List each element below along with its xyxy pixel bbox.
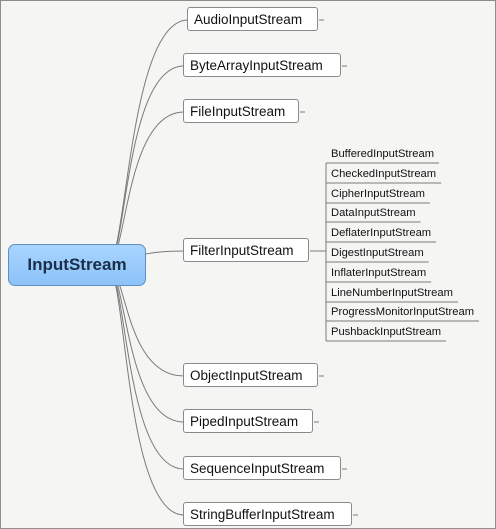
leaf-pushbackinputstream[interactable]: PushbackInputStream (331, 326, 442, 338)
leaf-digestinputstream[interactable]: DigestInputStream (331, 247, 424, 259)
leaf-checkedinputstream[interactable]: CheckedInputStream (331, 168, 437, 180)
node-pipedinputstream[interactable]: PipedInputStream (183, 409, 313, 433)
leaf-progressmonitorinputstream[interactable]: ProgressMonitorInputStream (331, 306, 475, 318)
node-audioinputstream[interactable]: AudioInputStream (187, 7, 318, 31)
connector-root-child-5 (106, 265, 185, 423)
node-filterinputstream[interactable]: FilterInputStream (183, 238, 309, 262)
leaf-datainputstream[interactable]: DataInputStream (331, 207, 416, 219)
node-fileinputstream[interactable]: FileInputStream (183, 99, 299, 123)
connector-root-child-6 (106, 265, 185, 470)
node-stringbufferinputstream[interactable]: StringBufferInputStream (183, 502, 352, 526)
node-sequenceinputstream[interactable]: SequenceInputStream (183, 456, 341, 480)
connector-root-child-2 (106, 111, 185, 267)
connector-root-child-1 (106, 65, 185, 267)
root-node-inputstream[interactable]: InputStream (8, 244, 146, 286)
leaf-deflaterinputstream[interactable]: DeflaterInputStream (331, 227, 432, 239)
leaf-bufferedinputstream[interactable]: BufferedInputStream (331, 148, 435, 160)
leaf-linenumberinputstream[interactable]: LineNumberInputStream (331, 287, 453, 299)
node-bytearrayinputstream[interactable]: ByteArrayInputStream (183, 53, 341, 77)
leaf-cipherinputstream[interactable]: CipherInputStream (331, 188, 425, 200)
connector-root-child-0 (106, 19, 189, 267)
leaf-inflaterinputstream[interactable]: InflaterInputStream (331, 267, 427, 279)
node-objectinputstream[interactable]: ObjectInputStream (183, 363, 318, 387)
